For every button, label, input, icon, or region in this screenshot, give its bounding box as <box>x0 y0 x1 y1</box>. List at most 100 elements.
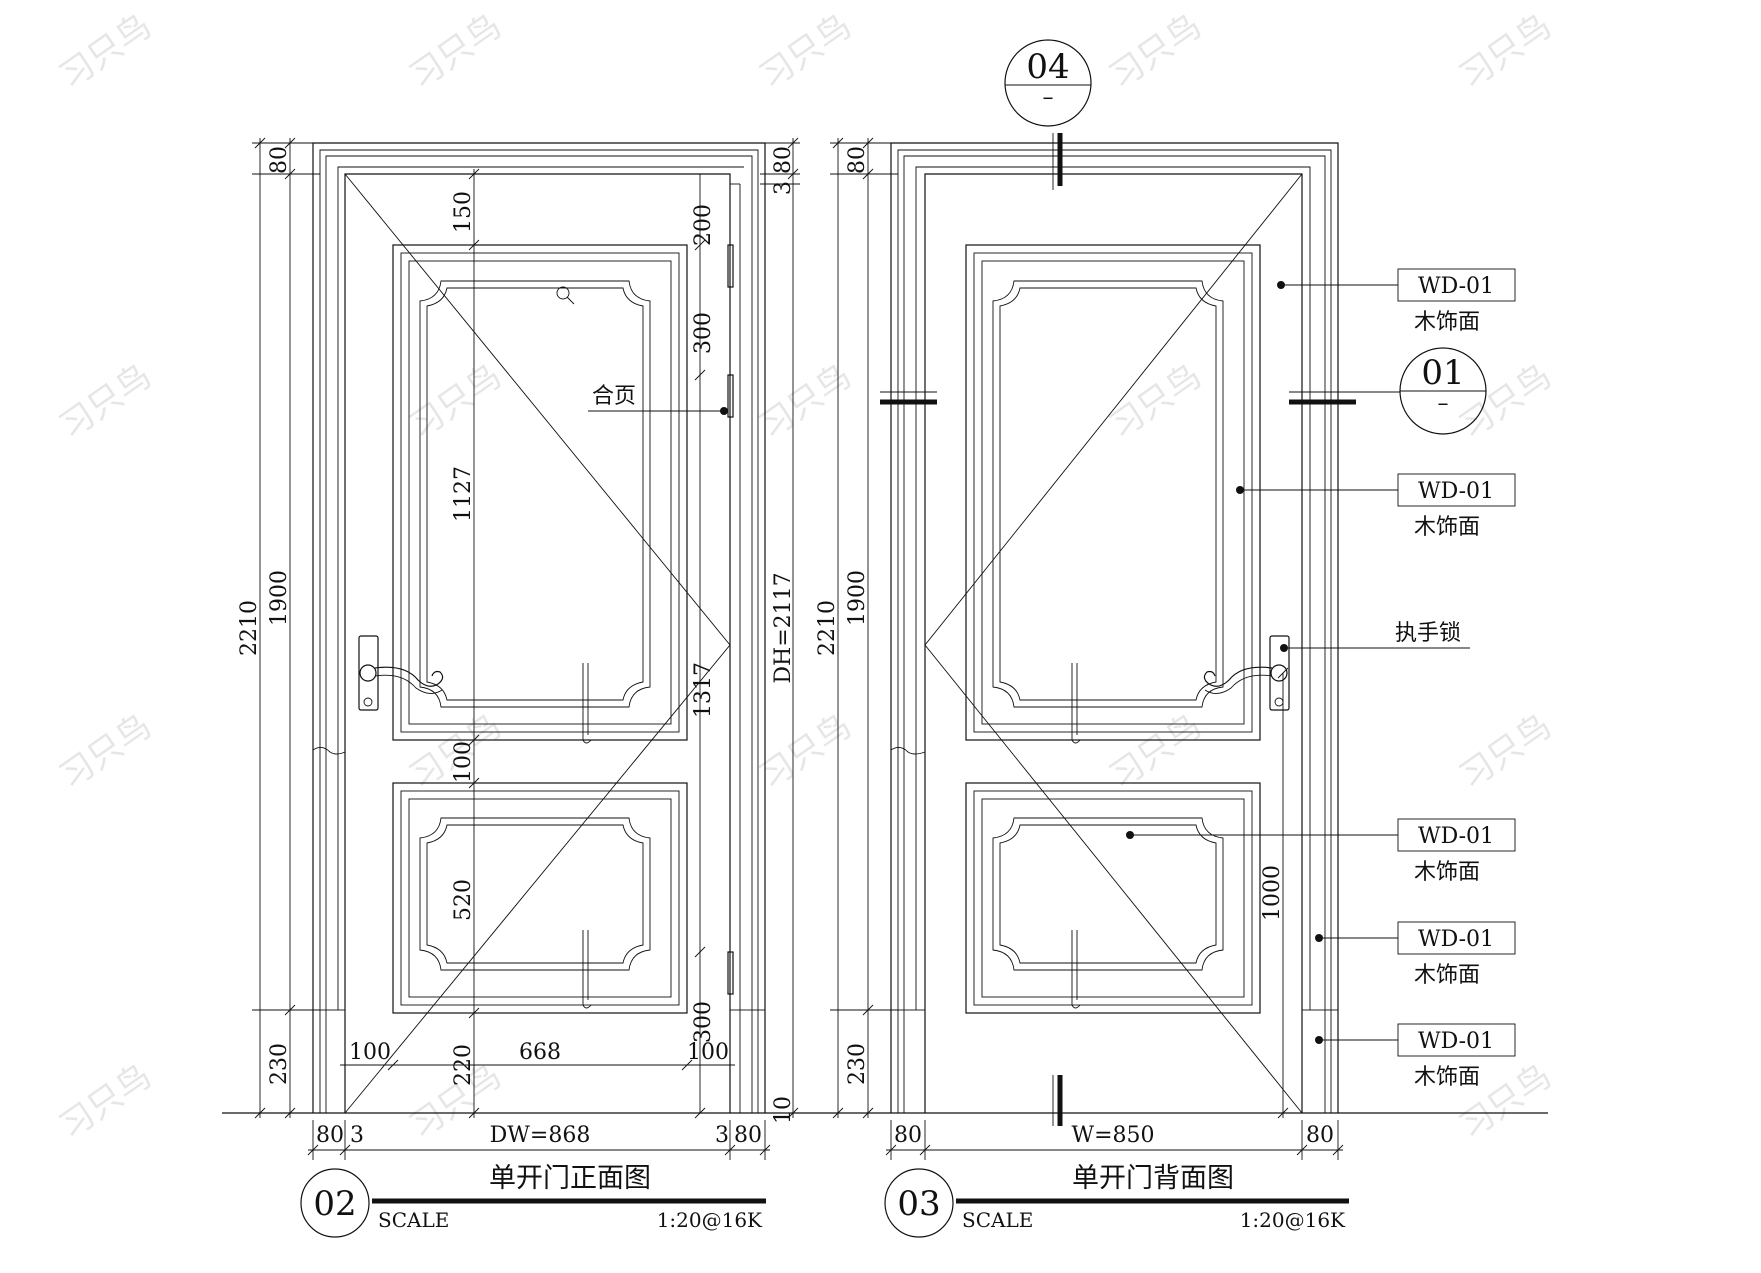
material-desc: 木饰面 <box>1414 963 1480 988</box>
upper-panel-mould <box>400 252 680 733</box>
lower-panel-mould <box>981 798 1245 998</box>
dim-mid-height: 1900 <box>845 570 870 626</box>
dim-door-width: DW=868 <box>490 1123 591 1148</box>
dim-bottom-rail: 220 <box>451 1044 476 1086</box>
inspection-icon <box>566 296 575 305</box>
view-number-bubble <box>884 1168 954 1238</box>
hinge <box>727 951 734 995</box>
material-desc: 木饰面 <box>1414 310 1480 335</box>
section-number: 01 <box>1421 353 1464 393</box>
dimension-lines-bottom <box>307 1059 771 1160</box>
upper-panel-mould <box>973 252 1253 733</box>
watermark: 习只鸟 <box>52 706 158 797</box>
dim-casing-right: 80 <box>734 1123 762 1148</box>
section-sheet: – <box>1043 85 1054 110</box>
dim-gap-left: 3 <box>350 1123 364 1148</box>
scale-label: SCALE <box>378 1208 449 1232</box>
material-desc: 木饰面 <box>1414 860 1480 885</box>
dimension-lines-left <box>252 137 320 1119</box>
inlay-flourish <box>1071 663 1081 744</box>
dim-panel-width: 668 <box>519 1040 561 1065</box>
dim-top-rail: 150 <box>451 191 476 233</box>
dim-lower-panel: 520 <box>451 879 476 921</box>
inlay-flourish <box>582 663 592 744</box>
upper-panel <box>392 244 688 741</box>
casing-outline <box>312 142 766 1113</box>
view-number: 02 <box>313 1184 356 1224</box>
dim-gap-right: 3 <box>715 1123 729 1148</box>
plinth-block <box>729 1009 766 1114</box>
dim-plinth-height: 230 <box>267 1043 292 1085</box>
dim-total-height: 2210 <box>237 600 262 656</box>
hinge-leader-dot <box>720 407 728 415</box>
lower-panel-inlay <box>992 817 1224 971</box>
watermark: 习只鸟 <box>752 356 858 447</box>
inlay-flourish <box>582 930 592 1009</box>
lower-panel-mould <box>408 798 672 998</box>
dim-casing-right: 80 <box>1306 1123 1334 1148</box>
material-code: WD-01 <box>1418 824 1494 849</box>
dim-casing-top-right: 80 <box>771 146 796 174</box>
upper-panel-mould <box>981 260 1245 725</box>
watermark: 习只鸟 <box>1102 356 1208 447</box>
dim-floor-gap: 10 <box>771 1096 796 1124</box>
dim-mid-rail: 100 <box>451 741 476 783</box>
upper-panel-mould <box>408 260 672 725</box>
material-code: WD-01 <box>1418 927 1494 952</box>
dim-mid-height: 1900 <box>267 570 292 626</box>
dim-casing-top: 80 <box>267 146 292 174</box>
dim-gap-top: 3 <box>771 181 796 195</box>
upper-panel-inlay <box>419 280 651 708</box>
material-tag: WD-01 木饰面 <box>1236 473 1516 540</box>
dim-hinge-mid: 1317 <box>691 662 716 718</box>
dimension-lines-left <box>830 137 1289 1119</box>
view-number: 03 <box>897 1184 940 1224</box>
back-elevation-view: 04 – 01 – <box>815 39 1516 1238</box>
view-number-bubble <box>300 1168 370 1238</box>
material-tag: WD-01 木饰面 <box>1277 268 1516 335</box>
watermark: 习只鸟 <box>52 6 158 97</box>
lever-handle <box>358 635 444 711</box>
casing-line <box>325 155 753 1113</box>
section-number: 04 <box>1026 47 1069 87</box>
lever-handle <box>1203 635 1290 711</box>
watermark: 习只鸟 <box>1102 706 1208 797</box>
dimension-lines-inner <box>468 137 800 1119</box>
watermark: 习只鸟 <box>752 6 858 97</box>
dim-hinge-top: 200 <box>691 204 716 246</box>
lower-panel-inlay <box>419 817 651 971</box>
dim-upper-panel: 1127 <box>451 466 476 522</box>
door-leaf <box>344 173 731 1113</box>
dim-handle-height: 1000 <box>1260 865 1285 921</box>
watermark: 习只鸟 <box>52 356 158 447</box>
dim-plinth-height: 230 <box>845 1043 870 1085</box>
watermark: 习只鸟 <box>1452 706 1558 797</box>
casing-line <box>319 149 759 1113</box>
material-desc: 木饰面 <box>1414 515 1480 540</box>
break-line <box>890 747 926 755</box>
upper-panel-inlay <box>426 287 644 701</box>
watermark: 习只鸟 <box>402 6 508 97</box>
material-desc: 木饰面 <box>1414 1065 1480 1090</box>
dim-hinge-bottom: 300 <box>691 1001 716 1043</box>
dim-total-height: 2210 <box>815 600 840 656</box>
material-code: WD-01 <box>1418 274 1494 299</box>
lower-panel-mould <box>400 790 680 1006</box>
handle-label: 执手锁 <box>1395 621 1461 646</box>
plinth-block <box>890 1009 926 1114</box>
material-tag: WD-01 木饰面 <box>1126 818 1516 885</box>
material-tag: WD-01 木饰面 <box>1315 1023 1516 1090</box>
material-code: WD-01 <box>1418 479 1494 504</box>
material-tag: WD-01 木饰面 <box>1315 921 1516 988</box>
dim-casing-left: 80 <box>894 1123 922 1148</box>
door-swing-lines <box>924 173 1303 1114</box>
dim-door-width: W=850 <box>1071 1123 1154 1148</box>
lower-panel-inlay <box>999 824 1217 964</box>
inlay-flourish <box>1071 930 1081 1009</box>
casing-line <box>337 166 744 1010</box>
section-bubble <box>1004 39 1092 127</box>
watermark: 习只鸟 <box>52 1056 158 1147</box>
casing-line <box>903 155 1326 1113</box>
